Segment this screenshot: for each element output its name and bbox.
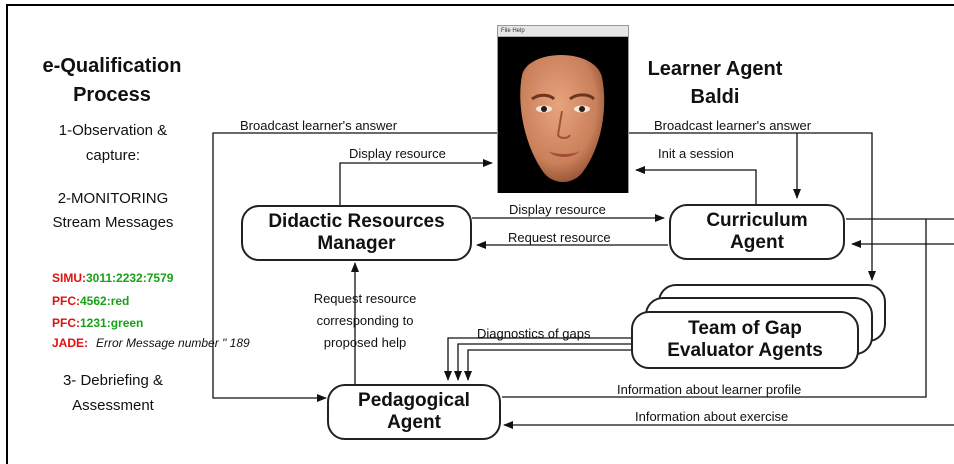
label-request-resource: Request resource <box>508 230 611 245</box>
diagram-frame <box>6 4 954 464</box>
step2-line1: 2-MONITORING <box>57 190 169 207</box>
edge-broadcast-right <box>629 132 876 281</box>
stream-prefix: JADE: <box>52 336 89 350</box>
ped-label-line2: Agent <box>387 412 441 433</box>
step1-line1: 1-Observation & <box>58 122 168 139</box>
process-title-line2: Process <box>73 84 151 106</box>
stream-value: 1231:green <box>80 316 144 330</box>
stream-message: JADE: Error Message number " 189 <box>52 336 250 350</box>
edge-display-top <box>339 159 493 205</box>
step2-line2: Stream Messages <box>52 214 174 231</box>
ped-label-line1: Pedagogical <box>358 390 470 412</box>
step3-line2: Assessment <box>72 397 154 414</box>
stream-message: PFC:4562:red <box>52 294 129 308</box>
process-title-line1: e-Qualification <box>42 55 182 77</box>
drm-label-line2: Manager <box>317 233 396 254</box>
edge-init-session <box>635 166 757 205</box>
stream-message: PFC:1231:green <box>52 316 143 330</box>
edge-learner-profile-return <box>502 219 927 398</box>
learner-title-line2: Baldi <box>690 86 740 108</box>
curriculum-label-line2: Agent <box>730 232 784 253</box>
label-broadcast-right: Broadcast learner's answer <box>654 118 812 133</box>
baldi-face-image <box>498 37 628 193</box>
gap-label-line2: Evaluator Agents <box>667 340 823 361</box>
label-init-session: Init a session <box>658 146 734 161</box>
stream-value: 3011:2232:7579 <box>86 271 174 285</box>
label-learner-profile: Information about learner profile <box>617 382 802 397</box>
label-exercise: Information about exercise <box>635 409 789 424</box>
curriculum-label-line1: Curriculum <box>706 210 808 232</box>
label-request-help-line2: corresponding to <box>316 313 414 328</box>
label-request-help-line3: proposed help <box>323 335 407 350</box>
gap-label-line1: Team of Gap <box>688 318 802 340</box>
learner-face-window: File Help <box>497 25 629 193</box>
window-menu-bar: File Help <box>498 26 628 37</box>
stream-prefix: PFC: <box>52 316 80 330</box>
learner-title-line1: Learner Agent <box>647 58 783 80</box>
label-display-top: Display resource <box>349 146 446 161</box>
step3-line1: 3- Debriefing & <box>62 372 164 389</box>
step1-line2: capture: <box>85 147 141 164</box>
edge-broadcast-left <box>212 132 497 402</box>
drm-label-line1: Didactic Resources <box>268 211 445 233</box>
label-display-mid: Display resource <box>509 202 606 217</box>
label-diagnostics: Diagnostics of gaps <box>477 326 591 341</box>
edge-diagnostics-1 <box>444 337 633 381</box>
stream-value: Error Message number " 189 <box>96 336 250 350</box>
label-request-help-line1: Request resource <box>313 291 417 306</box>
stream-prefix: SIMU: <box>52 271 86 285</box>
stream-prefix: PFC: <box>52 294 80 308</box>
label-broadcast-left: Broadcast learner's answer <box>240 118 398 133</box>
stream-value: 4562:red <box>80 294 130 308</box>
edge-diagnostics-2 <box>454 343 633 381</box>
edge-diagnostics-3 <box>464 349 633 381</box>
stream-message: SIMU:3011:2232:7579 <box>52 271 173 285</box>
